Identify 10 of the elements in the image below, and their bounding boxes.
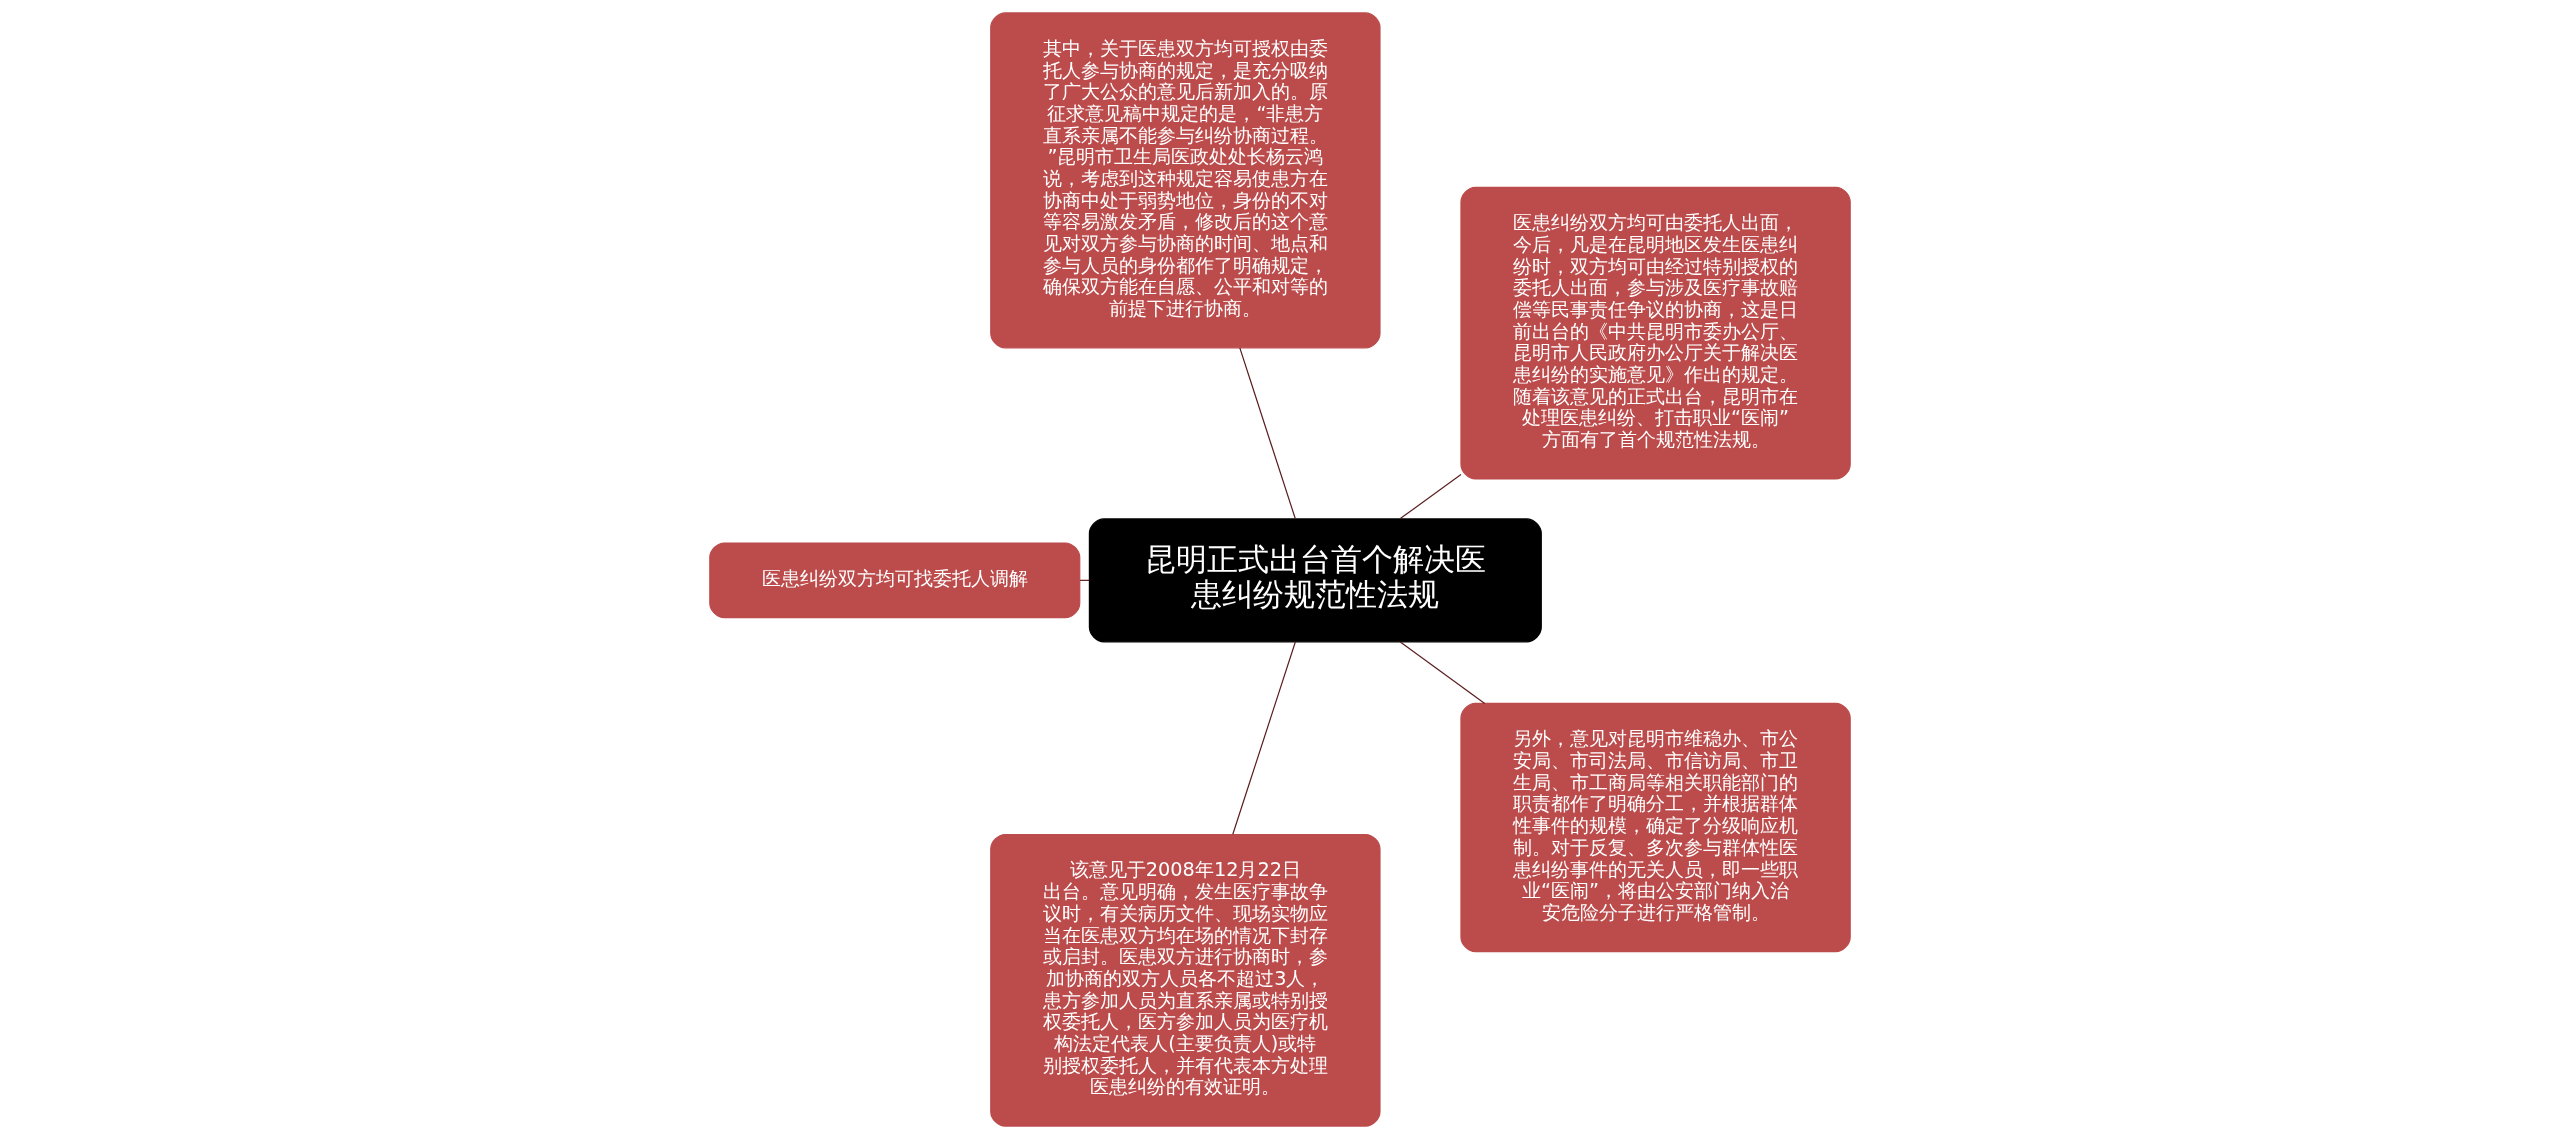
node-box: 医患纠纷双方均可由委托人出面，今后，凡是在昆明地区发生医患纠纷时，双方均可由经过特别授权的委托人出面，参与涉及医疗事故赔偿等民事责任争议的协商，这是日前出台的《中共昆明市委办公厅、昆明市人民政府办公厅关于解决医患纠纷的实施意见》作出的规定。 随着该意见的正式出台，昆明市在处理医患纠纷、打击职业“医闹”方面有了首个规范性法规。 [1460, 186, 1851, 480]
node-box: 医患纠纷双方均可找委托人调解 [709, 542, 1081, 619]
node-box: 另外，意见对昆明市维稳办、市公安局、市司法局、市信访局、市卫生局、市工商局等相关职能部门的职责都作了明确分工，并根据群体性事件的规模，确定了分级响应机制。对于反复、多次参与群体性医患纠纷事件的无关人员，即一些职业“医闹”，将由公安部门纳入治安危险分子进行严格管制。 [1460, 702, 1851, 953]
connector [1232, 641, 1296, 835]
node-box: 该意见于2008年12月22日出台。意见明确，发生医疗事故争议时，有关病历文件、现场实物应当在医患双方均在场的情况下封存或启封。医患双方进行协商时，参加协商的双方人员各不超过3人，患方参加人员为直系亲属或特别授权委托人，医方参加人员为医疗机构法定代表人(主要负责人)或特别授权委托人，并有代表本方处理医患纠纷的有效证明。 [990, 833, 1381, 1127]
connector [1239, 347, 1296, 520]
connector [1399, 641, 1486, 704]
node-box: 其中，关于医患双方均可授权由委托人参与协商的规定，是充分吸纳了广大公众的意见后新加入的。原征求意见稿中规定的是，“非患方直系亲属不能参与纠纷协商过程。”昆明市卫生局医政处处长杨云鸿说，考虑到这种规定容易使患方在协商中处于弱势地位，身份的不对等容易激发矛盾，修改后的这个意见对双方参与协商的时间、地点和参与人员的身份都作了明确规定，确保双方能在自愿、公平和对等的前提下进行协商。 [990, 12, 1381, 349]
node-box: 昆明正式出台首个解决医患纠纷规范性法规 [1088, 518, 1542, 643]
connector [1399, 473, 1462, 520]
